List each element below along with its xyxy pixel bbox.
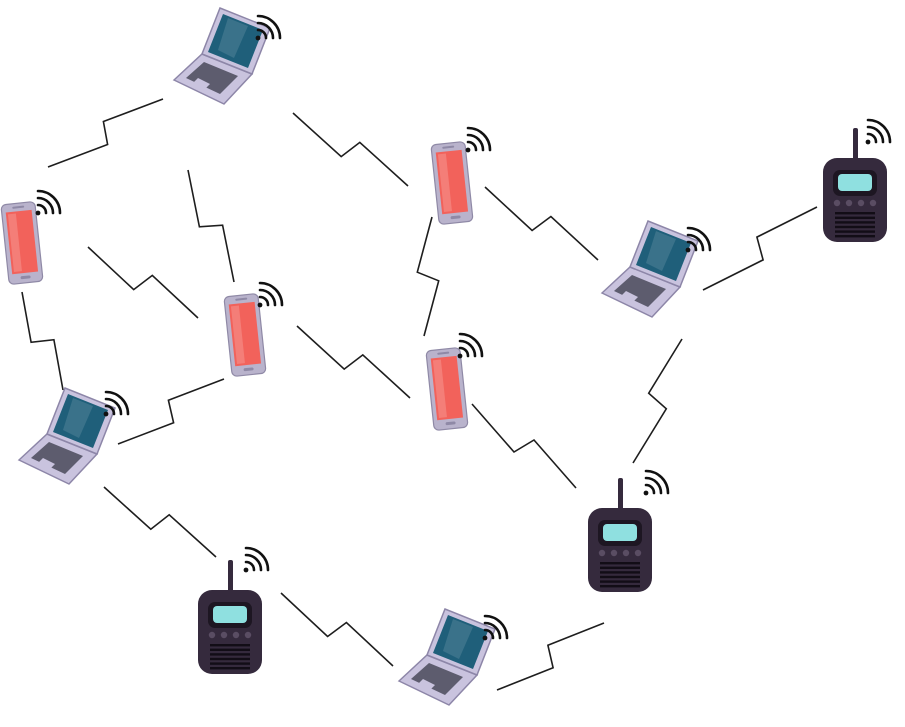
wifi-signal-icon bbox=[685, 226, 712, 253]
laptop-icon bbox=[397, 608, 509, 706]
wireless-link bbox=[47, 98, 164, 168]
wireless-link bbox=[632, 338, 683, 464]
nodes-layer bbox=[0, 7, 892, 706]
wireless-link bbox=[702, 206, 818, 291]
wireless-link bbox=[187, 169, 235, 283]
wireless-link bbox=[416, 216, 440, 337]
smartphone-icon bbox=[430, 126, 492, 225]
wifi-signal-icon bbox=[865, 118, 892, 145]
wifi-signal-icon bbox=[243, 546, 270, 573]
wireless-link bbox=[21, 291, 64, 391]
walkie-talkie-icon bbox=[823, 118, 892, 242]
wifi-signal-icon bbox=[255, 14, 282, 41]
walkie-talkie-icon bbox=[198, 546, 270, 674]
smartphone-icon bbox=[425, 332, 484, 431]
wireless-link bbox=[471, 403, 577, 489]
smartphone-icon bbox=[0, 189, 62, 285]
wifi-signal-icon bbox=[482, 614, 509, 641]
smartphone-icon bbox=[223, 281, 284, 377]
laptop-icon bbox=[172, 7, 282, 105]
laptop-icon bbox=[17, 387, 130, 485]
wireless-link bbox=[484, 186, 599, 261]
wireless-link bbox=[296, 325, 411, 399]
wireless-link bbox=[117, 378, 225, 445]
wifi-signal-icon bbox=[103, 390, 130, 417]
links-layer bbox=[21, 98, 818, 691]
wireless-link bbox=[292, 112, 409, 187]
wireless-link bbox=[103, 486, 217, 558]
wireless-link bbox=[87, 246, 199, 319]
wireless-link bbox=[496, 622, 605, 691]
wifi-signal-icon bbox=[257, 281, 284, 308]
wifi-signal-icon bbox=[457, 332, 484, 359]
walkie-talkie-icon bbox=[588, 469, 670, 592]
wireless-link bbox=[280, 592, 394, 667]
laptop-icon bbox=[600, 220, 712, 318]
wifi-signal-icon bbox=[643, 469, 670, 496]
wifi-signal-icon bbox=[465, 126, 492, 153]
wifi-signal-icon bbox=[35, 189, 62, 216]
